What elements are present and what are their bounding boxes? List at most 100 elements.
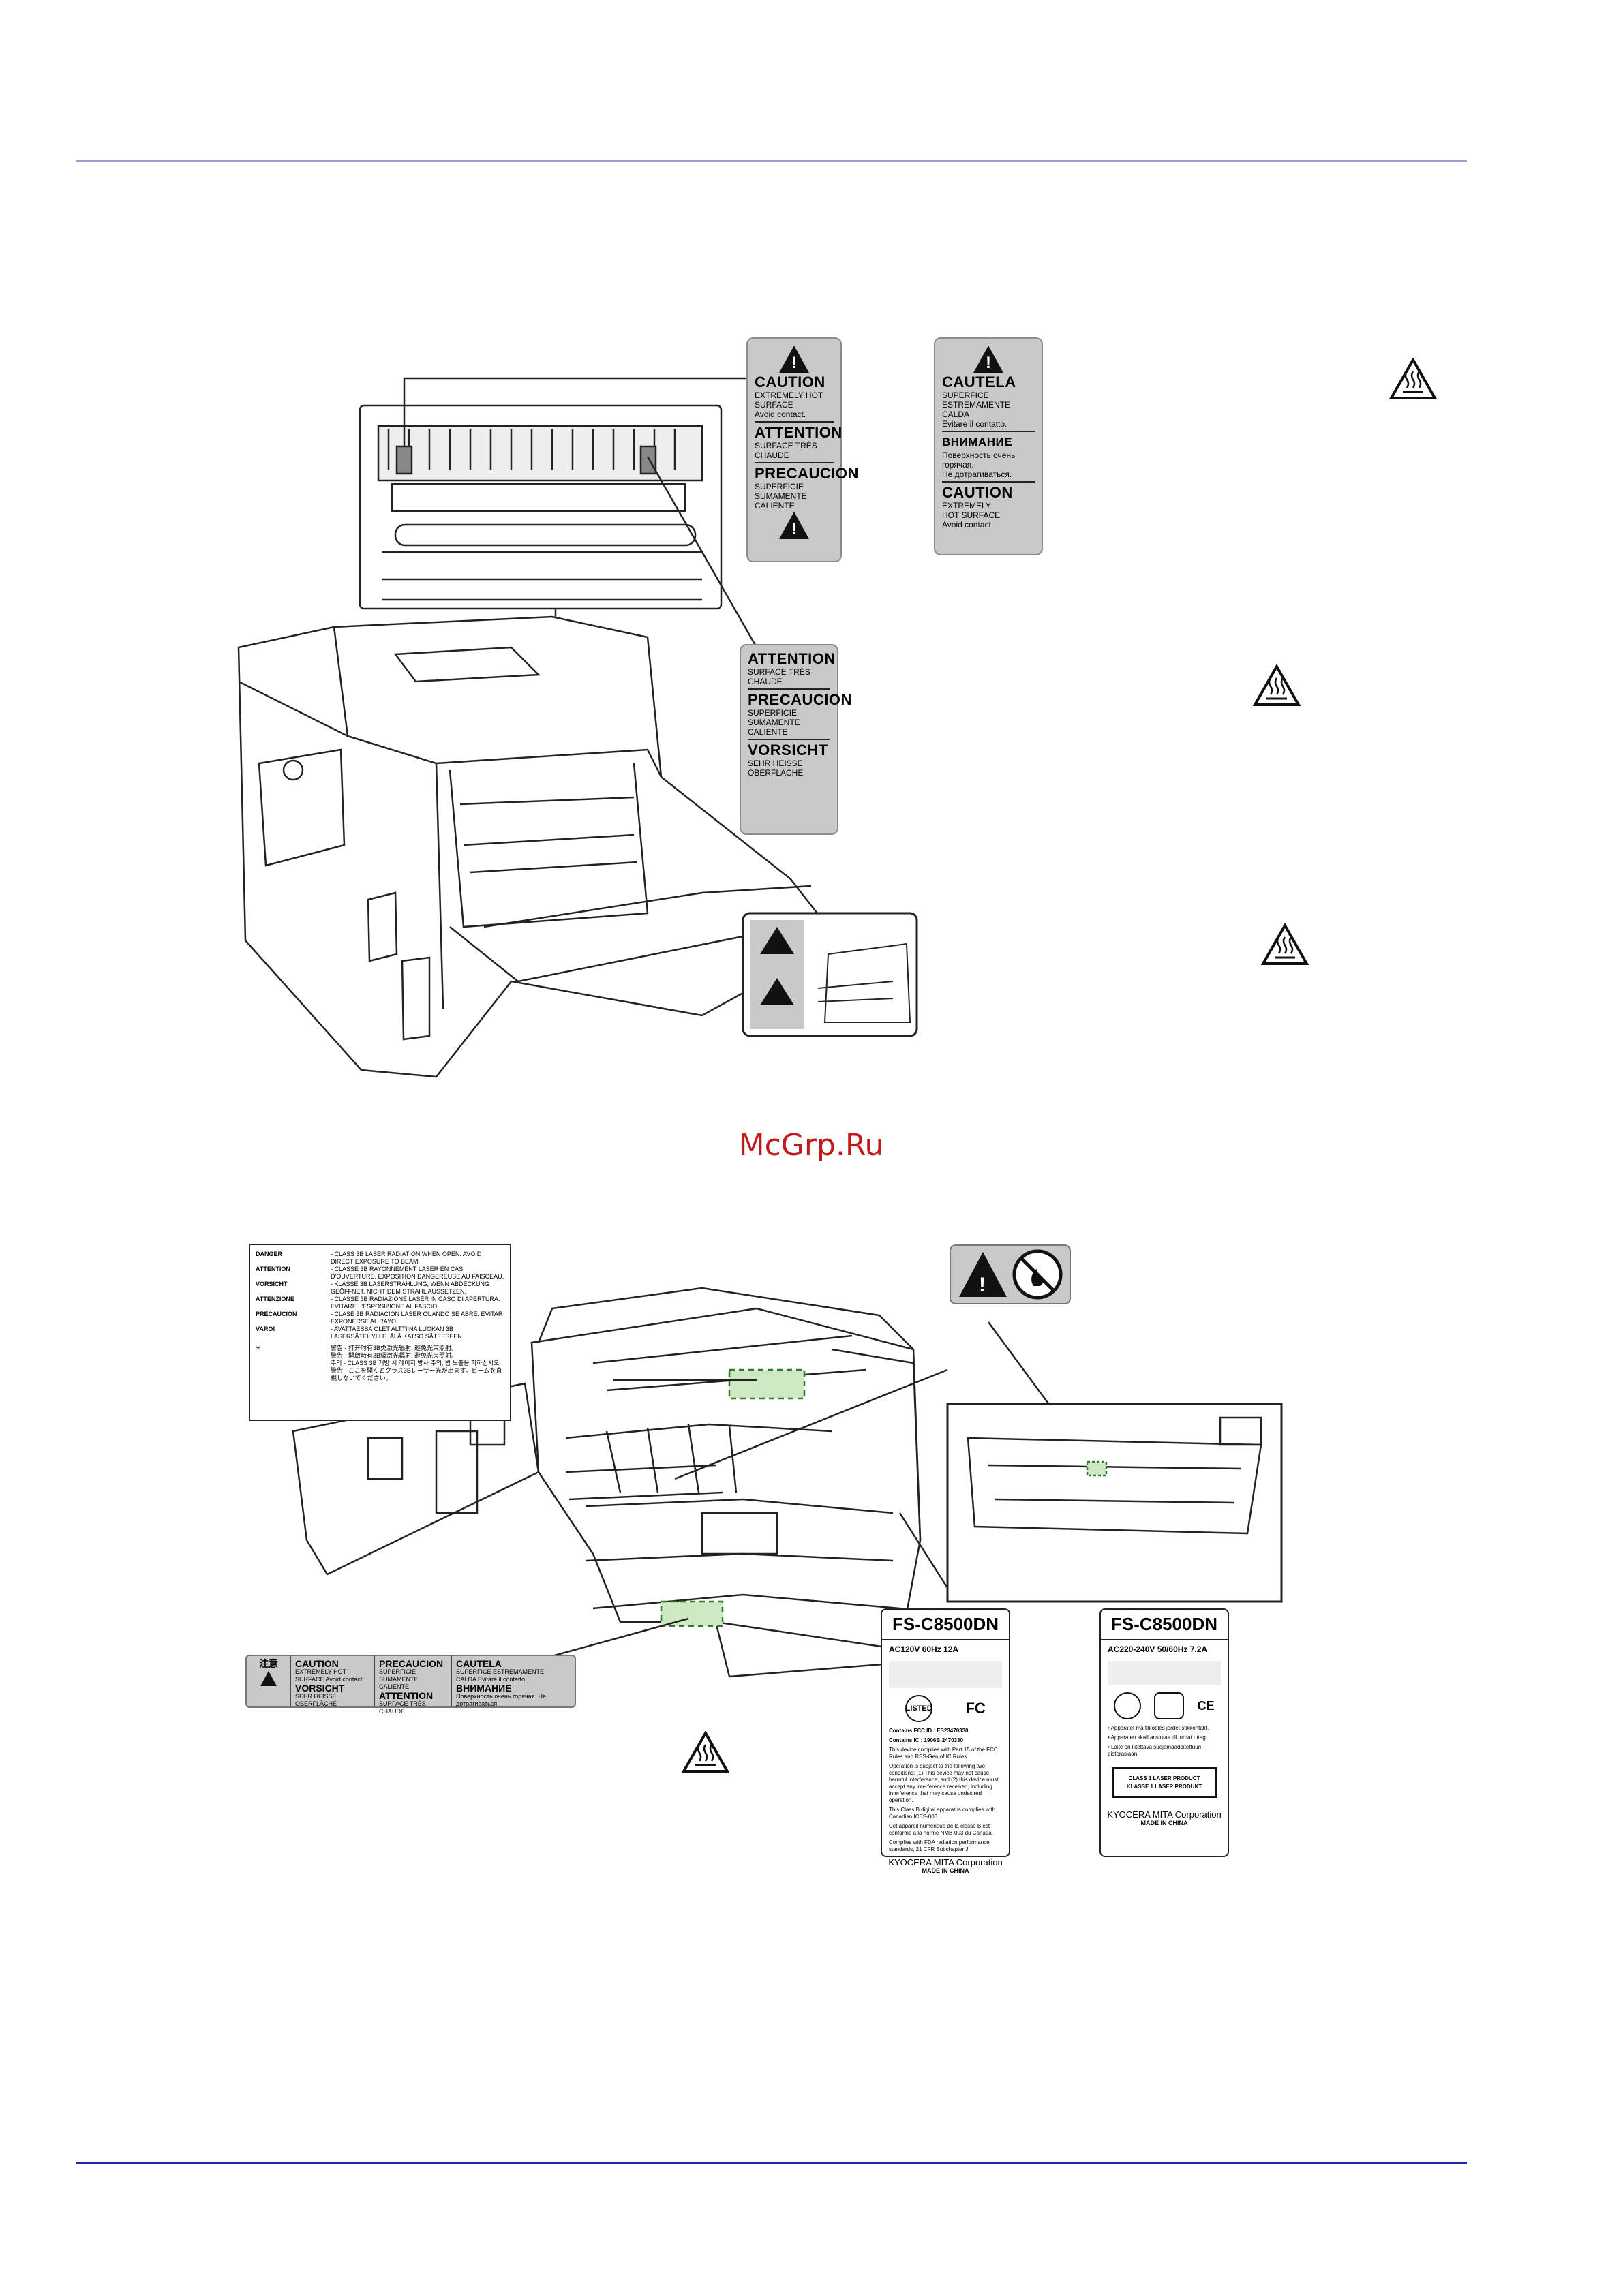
label-heading: ВНИМАНИЕ <box>942 435 1013 448</box>
compliance-text: • Apparaten skall anslutas till jordat u… <box>1108 1734 1207 1741</box>
label-text: EXTREMELY HOT <box>755 391 823 400</box>
hot-surface-icon <box>1389 358 1437 399</box>
hot-surface-label-3: ATTENTION SURFACE TRÈS CHAUDE PRECAUCION… <box>740 644 852 835</box>
laser-class-text: CLASS 1 LASER PRODUCT <box>1128 1775 1200 1781</box>
compliance-text: • Apparatet må tilkoples jordet stikkont… <box>1108 1725 1209 1731</box>
ce-mark-icon: CE <box>1197 1698 1215 1713</box>
label-text: SUMAMENTE <box>748 718 800 727</box>
no-fire-warning-label: ! <box>950 1244 1071 1304</box>
warning-triangle-icon <box>260 1671 277 1686</box>
label-text: OBERFLÄCHE <box>748 768 804 778</box>
strip-title: PRECAUCION <box>379 1658 444 1669</box>
laser-warning-row: ✳警告 - 打开时有3B类激光辐射, 避免光束照射。 <box>256 1345 458 1351</box>
laser-warning-row: VORSICHT- KLASSE 3B LASERSTRAHLUNG, WENN… <box>256 1281 490 1295</box>
laser-warning-row: VARO!- AVATTAESSA OLET ALTTIINA LUOKAN 3… <box>256 1326 464 1340</box>
laser-warning-row: DANGER- CLASS 3B LASER RADIATION WHEN OP… <box>256 1251 482 1265</box>
strip-title: ATTENTION <box>379 1690 434 1701</box>
hot-surface-label-2: ! CAUTELA SUPERFICE ESTREMAMENTE CALDA E… <box>934 337 1043 555</box>
label-text: Поверхность очень <box>942 450 1016 460</box>
model-name: FS-C8500DN <box>1101 1610 1228 1640</box>
rating-label-us: FS-C8500DN AC120V 60Hz 12A LISTED FC Con… <box>881 1608 1010 1874</box>
model-name: FS-C8500DN <box>882 1610 1009 1640</box>
label-text: Evitare il contatto. <box>942 419 1007 429</box>
laser-warning-row: 警告 - 開啟時有3B級激光輻射, 避免光束照射。 <box>331 1352 458 1359</box>
strip-title: CAUTELA <box>456 1658 502 1669</box>
label-heading: CAUTION <box>942 484 1013 501</box>
country-of-origin: MADE IN CHINA <box>922 1867 969 1874</box>
label-text: Avoid contact. <box>755 410 806 419</box>
power-rating: AC220-240V 50/60Hz 7.2A <box>1108 1644 1208 1654</box>
strip-text: SEHR HEISSE OBERFLÄCHE <box>295 1693 337 1707</box>
compliance-text: Cet appareil numérique de la classe B es… <box>889 1823 993 1836</box>
compliance-text: • Laite on liitettävä suojamaadoitettuun… <box>1108 1744 1202 1757</box>
label-text: SURFACE TRÈS <box>748 667 810 677</box>
strip-text: Поверхность очень горячая. Не дотрагиват… <box>456 1693 546 1707</box>
gs-logo-icon <box>1154 1692 1185 1719</box>
power-rating: AC120V 60Hz 12A <box>889 1644 959 1654</box>
laser-warning-row: 주의 - CLASS 3B 개방 시 레이저 방사 주의, 빔 노출을 피하십시… <box>331 1360 501 1366</box>
label-text: SURFACE <box>755 400 793 410</box>
hot-surface-label-1: ! CAUTION EXTREMELY HOT SURFACE Avoid co… <box>746 337 859 562</box>
label-text: Не дотрагиваться. <box>942 470 1012 479</box>
manufacturer: KYOCERA MITA Corporation <box>1107 1809 1222 1820</box>
printer-front-illustration <box>292 1287 1283 1678</box>
label-text: SUPERFICE <box>942 391 989 400</box>
svg-text:!: ! <box>979 1274 986 1296</box>
laser-class-text: KLASSE 1 LASER PRODUKT <box>1126 1784 1202 1790</box>
fcc-logo-icon: FC <box>965 1700 986 1717</box>
label-text: CALIENTE <box>755 501 795 510</box>
label-heading: CAUTELA <box>942 373 1016 391</box>
compliance-text: This device complies with Part 15 of the… <box>889 1747 998 1760</box>
manufacturer: KYOCERA MITA Corporation <box>888 1857 1003 1867</box>
hot-surface-icon <box>682 1731 729 1773</box>
compliance-text: Operation is subject to the following tw… <box>889 1763 999 1803</box>
strip-text: SUPERFICIE SUMAMENTE CALIENTE <box>379 1668 419 1690</box>
header-rule <box>76 160 1467 162</box>
label-text: CALIENTE <box>748 727 788 737</box>
strip-title: 注意 <box>259 1658 278 1669</box>
label-heading: ATTENTION <box>755 424 843 441</box>
hot-surface-strip-label: 注意 CAUTION EXTREMELY HOT SURFACE Avoid c… <box>245 1655 576 1715</box>
laser-warning-row: ATTENZIONE- CLASSE 3B RADIAZIONE LASER I… <box>256 1296 500 1310</box>
ic-id: Contains IC : 1906B-2470330 <box>889 1737 963 1743</box>
strip-title: VORSICHT <box>295 1683 345 1694</box>
warning-triangle-icon: ! <box>779 346 809 373</box>
label-text: SUPERFICIE <box>755 482 804 491</box>
rating-label-eu: FS-C8500DN AC220-240V 50/60Hz 7.2A CE • … <box>1099 1608 1229 1857</box>
strip-title: CAUTION <box>295 1658 339 1669</box>
strip-text: SUPERFICE ESTREMAMENTE CALDA Evitare il … <box>456 1668 545 1683</box>
label-text: Avoid contact. <box>942 520 994 530</box>
label-text: CHAUDE <box>748 677 783 686</box>
label-text: SUMAMENTE <box>755 491 807 501</box>
laser-warning-row: PRECAUCION- CLASE 3B RADIACION LASER CUA… <box>256 1311 503 1325</box>
label-heading: PRECAUCION <box>755 465 859 482</box>
warning-triangle-icon: ! <box>973 346 1003 373</box>
label-heading: ATTENTION <box>748 650 836 667</box>
label-text: горячая. <box>942 460 974 470</box>
strip-text: SURFACE TRÈS CHAUDE <box>379 1700 426 1715</box>
fcc-id: Contains FCC ID : ES23470330 <box>889 1728 969 1734</box>
hot-surface-icon <box>1261 923 1309 965</box>
country-of-origin: MADE IN CHINA <box>1140 1820 1188 1826</box>
warning-triangle-icon: ! <box>779 512 809 539</box>
strip-title: ВНИМАНИЕ <box>456 1683 512 1694</box>
compliance-text: This Class B digital apparatus complies … <box>889 1807 996 1820</box>
label-text: SEHR HEISSE <box>748 759 803 768</box>
label-text: ESTREMAMENTE CALDA <box>942 400 1011 419</box>
label-heading: PRECAUCION <box>748 691 852 708</box>
label-text: SURFACE TRÈS CHAUDE <box>755 441 817 460</box>
ul-listed-icon: LISTED <box>905 1695 933 1722</box>
laser-warning-row: ATTENTION- CLASSE 3B RAYONNEMENT LASER E… <box>256 1266 504 1280</box>
label-heading: CAUTION <box>755 373 825 391</box>
hot-surface-icon <box>1253 664 1301 706</box>
footer-rule <box>76 2162 1467 2164</box>
laser-warning-row: 警告 - ここを開くとクラス3Bレーザー光が出ます。ビームを直視しないでください… <box>331 1367 502 1381</box>
compliance-text: Complies with FDA radiation performance … <box>889 1839 990 1852</box>
laser-warning-label: DANGER- CLASS 3B LASER RADIATION WHEN OP… <box>249 1244 511 1421</box>
strip-text: EXTREMELY HOT SURFACE Avoid contact. <box>295 1668 364 1683</box>
label-text: EXTREMELY <box>942 501 991 510</box>
watermark: McGrp.Ru <box>738 1128 884 1163</box>
label-text: HOT SURFACE <box>942 510 1001 520</box>
tuv-logo-icon <box>1114 1692 1142 1719</box>
label-text: SUPERFICIE <box>748 708 798 718</box>
